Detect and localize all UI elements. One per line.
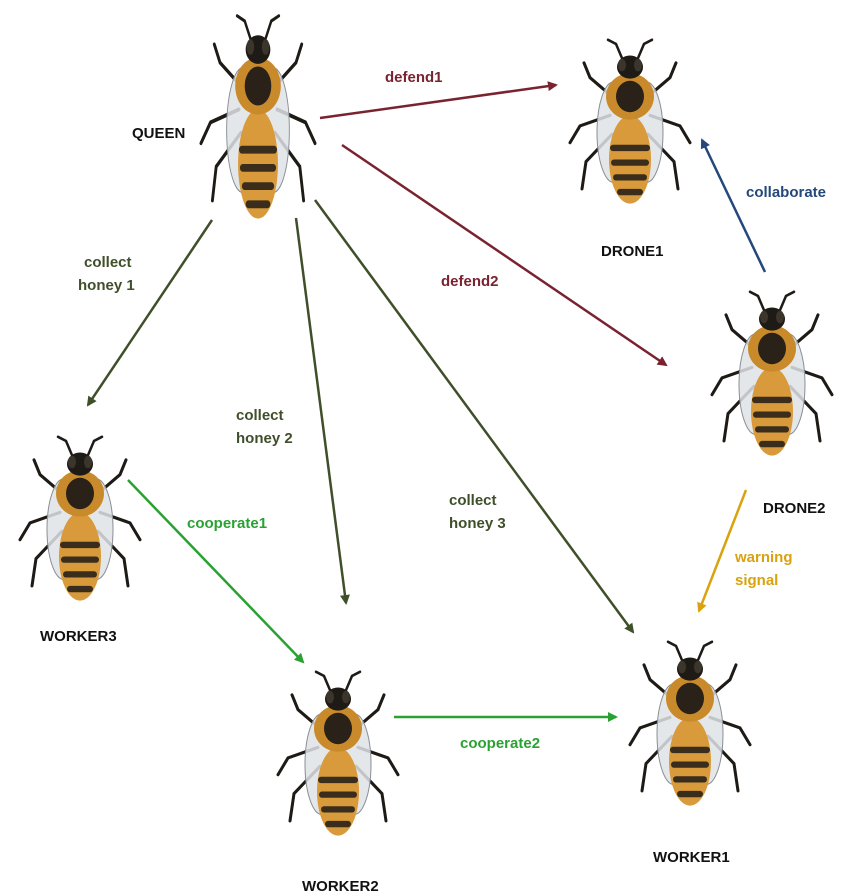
arrow-collaborate (702, 140, 765, 272)
worker2-bee-icon (278, 672, 398, 836)
edge-label-collect-honey-3-line1: collect (449, 492, 497, 509)
edge-label-defend1: defend1 (385, 69, 443, 86)
edge-label-collect-honey-2-line2: honey 2 (236, 430, 293, 447)
edge-label-cooperate1: cooperate1 (187, 515, 267, 532)
node-label-worker2: WORKER2 (302, 878, 379, 895)
worker1-bee-icon (630, 642, 750, 806)
edge-label-warning-signal-line1: warning (734, 549, 793, 566)
edge-label-warning-signal-line2: signal (735, 572, 778, 589)
worker3-bee-icon (20, 437, 140, 601)
edge-label-collaborate: collaborate (746, 184, 826, 201)
drone2-bee-icon (712, 292, 832, 456)
arrow-collect-honey-2 (296, 218, 346, 603)
node-label-worker3: WORKER3 (40, 628, 117, 645)
arrow-defend1 (320, 85, 556, 118)
node-label-drone2: DRONE2 (763, 500, 826, 517)
edge-label-collect-honey-1-line1: collect (84, 254, 132, 271)
node-label-queen: QUEEN (132, 125, 185, 142)
arrow-cooperate1 (128, 480, 303, 662)
edge-label-collect-honey-1-line2: honey 1 (78, 277, 135, 294)
edge-label-cooperate2: cooperate2 (460, 735, 540, 752)
queen-bee-icon (201, 16, 315, 219)
edge-label-collect-honey-3-line2: honey 3 (449, 515, 506, 532)
arrow-collect-honey-1 (88, 220, 212, 405)
drone1-bee-icon (570, 40, 690, 204)
edge-label-collect-honey-2-line1: collect (236, 407, 284, 424)
node-label-drone1: DRONE1 (601, 243, 664, 260)
node-label-worker1: WORKER1 (653, 849, 730, 866)
arrow-collect-honey-3 (315, 200, 633, 632)
edge-label-defend2: defend2 (441, 273, 499, 290)
